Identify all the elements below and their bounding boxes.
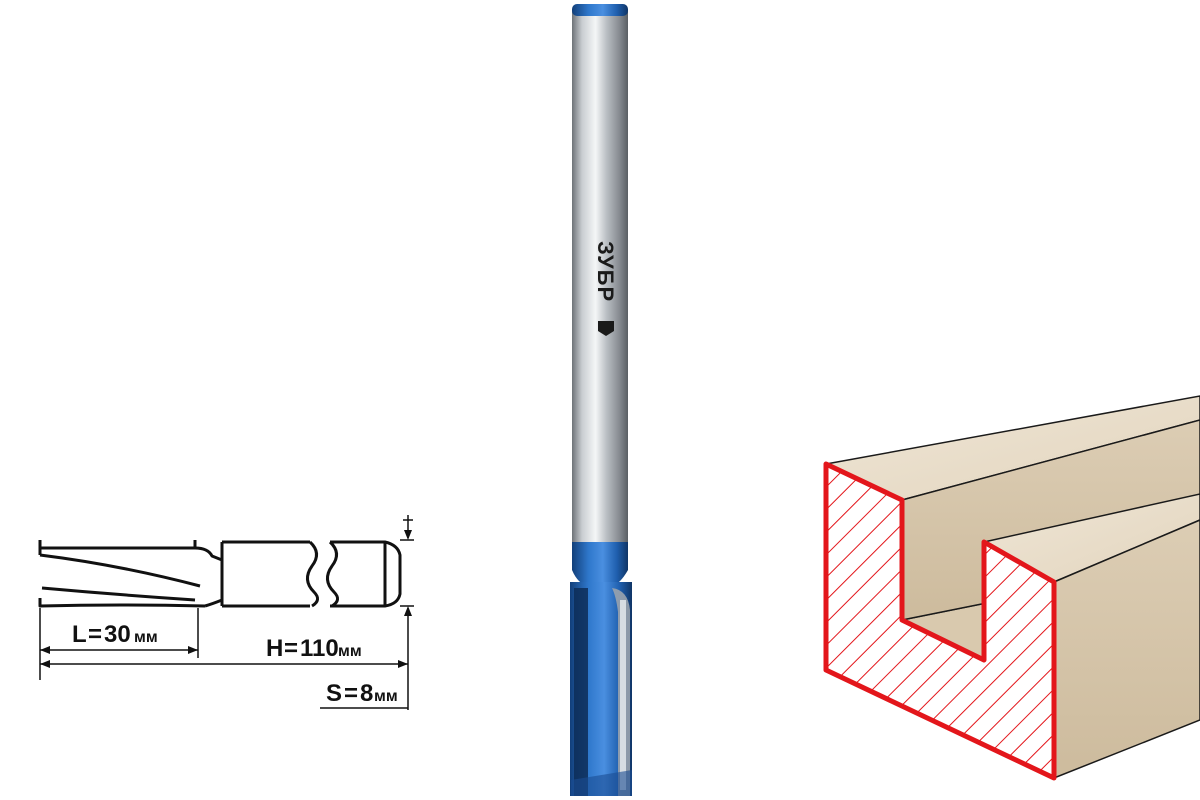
dimension-h-label: H xyxy=(266,635,283,662)
dimension-s-eq: = xyxy=(344,680,358,707)
bit-collar xyxy=(572,542,628,586)
dimension-h-value: 110 xyxy=(300,635,339,662)
technical-drawing: L = 30 мм H = 110 мм S = 8 мм xyxy=(38,515,414,710)
profile-cross-section xyxy=(823,461,1057,781)
groove-profile xyxy=(823,395,1200,781)
bit-outline xyxy=(38,540,402,608)
dimension-l-label: L xyxy=(72,621,87,648)
dimension-l-value: 30 xyxy=(104,621,131,648)
brand-logo: ЗУБР xyxy=(593,241,618,336)
dimension-l-eq: = xyxy=(88,621,102,648)
dimension-h-unit: мм xyxy=(338,643,362,660)
dimension-s-value: 8 xyxy=(360,680,373,707)
svg-text:ЗУБР: ЗУБР xyxy=(593,241,618,302)
bit-flute xyxy=(574,588,588,796)
dimension-s-label: S xyxy=(326,680,342,707)
dimension-s-unit: мм xyxy=(374,688,398,705)
bit-shank xyxy=(572,8,628,546)
dimension-arrows xyxy=(40,530,412,668)
dimension-l-unit: мм xyxy=(134,629,158,646)
dimension-h-eq: = xyxy=(284,635,298,662)
router-bit-photo: ЗУБР xyxy=(570,4,632,796)
dimension-lines xyxy=(39,515,414,710)
brand-emblem-icon xyxy=(598,321,614,336)
